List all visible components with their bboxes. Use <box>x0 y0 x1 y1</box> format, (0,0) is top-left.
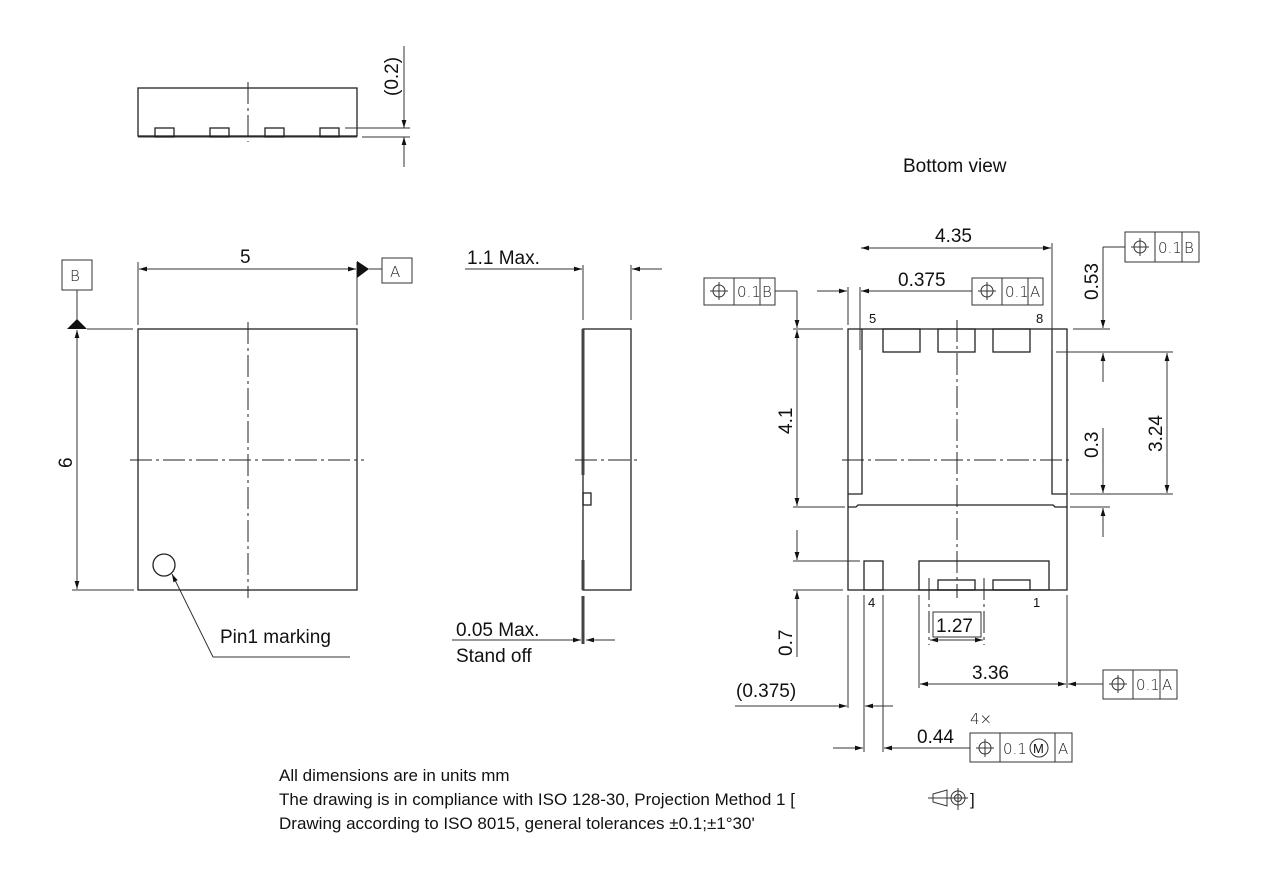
dim-pad-height: 4.1 <box>776 408 797 434</box>
dim-lead-width: 0.44 <box>917 727 954 748</box>
svg-text:0.1: 0.1 <box>1136 676 1160 694</box>
top-width-dim: 5 <box>240 247 251 268</box>
dim-lead-span: 3.36 <box>972 663 1009 684</box>
profile-view: (0.2) <box>137 46 410 167</box>
dim-pad-offset: 0.375 <box>898 270 946 291</box>
lead <box>154 127 175 138</box>
dim-ref-offset: (0.375) <box>736 681 796 702</box>
notes: All dimensions are in units mm The drawi… <box>279 766 975 833</box>
datum-a-label: A <box>390 263 400 281</box>
pin1-label: Pin1 marking <box>220 627 331 648</box>
pin-5-label: 5 <box>869 311 876 326</box>
dim-gap: 0.3 <box>1082 432 1103 458</box>
svg-text:0.1: 0.1 <box>1005 283 1029 301</box>
fcf-right-top: 0.1 B <box>1103 231 1200 263</box>
svg-text:B: B <box>1184 239 1194 257</box>
note-units: All dimensions are in units mm <box>279 766 510 785</box>
fcf-bottom-mmc: 0.1 M A <box>969 732 1073 763</box>
bottom-view-title: Bottom view <box>903 156 1007 177</box>
note-projection: The drawing is in compliance with ISO 12… <box>279 790 795 809</box>
side-thickness-dim: 1.1 Max. <box>467 248 540 269</box>
fcf-center-top: 0.1 A <box>971 277 1044 306</box>
svg-text:B: B <box>762 283 772 301</box>
fcf-left-top: 0.1 B <box>703 277 800 328</box>
lead <box>209 127 230 138</box>
svg-text:0.1: 0.1 <box>1158 239 1182 257</box>
svg-text:0.1: 0.1 <box>737 283 761 301</box>
side-standoff-label: Stand off <box>456 646 532 667</box>
dim-pitch: 1.27 <box>936 616 973 637</box>
svg-text:0.1: 0.1 <box>1003 740 1027 758</box>
svg-text:A: A <box>1058 740 1068 758</box>
svg-text:A: A <box>1030 283 1040 301</box>
lead <box>319 127 340 138</box>
side-view: 1.1 Max. 0.05 Max. Stand off <box>452 248 662 667</box>
lead <box>264 127 285 138</box>
dim-inner-height: 3.24 <box>1146 415 1167 452</box>
bottom-view: Bottom view 5 8 4 1 4.35 0.375 <box>703 156 1200 763</box>
svg-text:A: A <box>1162 676 1172 694</box>
pin-1-label: 1 <box>1033 595 1040 610</box>
pin-4-label: 4 <box>868 595 875 610</box>
datum-b-label: B <box>70 267 80 285</box>
note-projection-bracket: ] <box>970 790 975 809</box>
top-view: 5 A B 6 Pin1 marking <box>56 247 413 658</box>
dim-pad-width: 4.35 <box>935 226 972 247</box>
mmc-modifier-icon <box>1029 738 1049 758</box>
note-tolerances: Drawing according to ISO 8015, general t… <box>279 814 755 833</box>
pin-8-label: 8 <box>1036 311 1043 326</box>
fcf-right-bottom: 0.1 A <box>1068 669 1178 700</box>
side-standoff-dim: 0.05 Max. <box>456 620 539 641</box>
projection-method-icon <box>928 788 968 810</box>
dim-top-offset: 0.53 <box>1082 263 1103 300</box>
dim-count: 4× <box>970 710 992 728</box>
top-height-dim: 6 <box>56 457 77 468</box>
pin1-marker <box>152 553 176 577</box>
dim-lead-length: 0.7 <box>776 630 797 656</box>
svg-text:M: M <box>1033 741 1044 756</box>
profile-standoff-dim: (0.2) <box>382 57 403 96</box>
